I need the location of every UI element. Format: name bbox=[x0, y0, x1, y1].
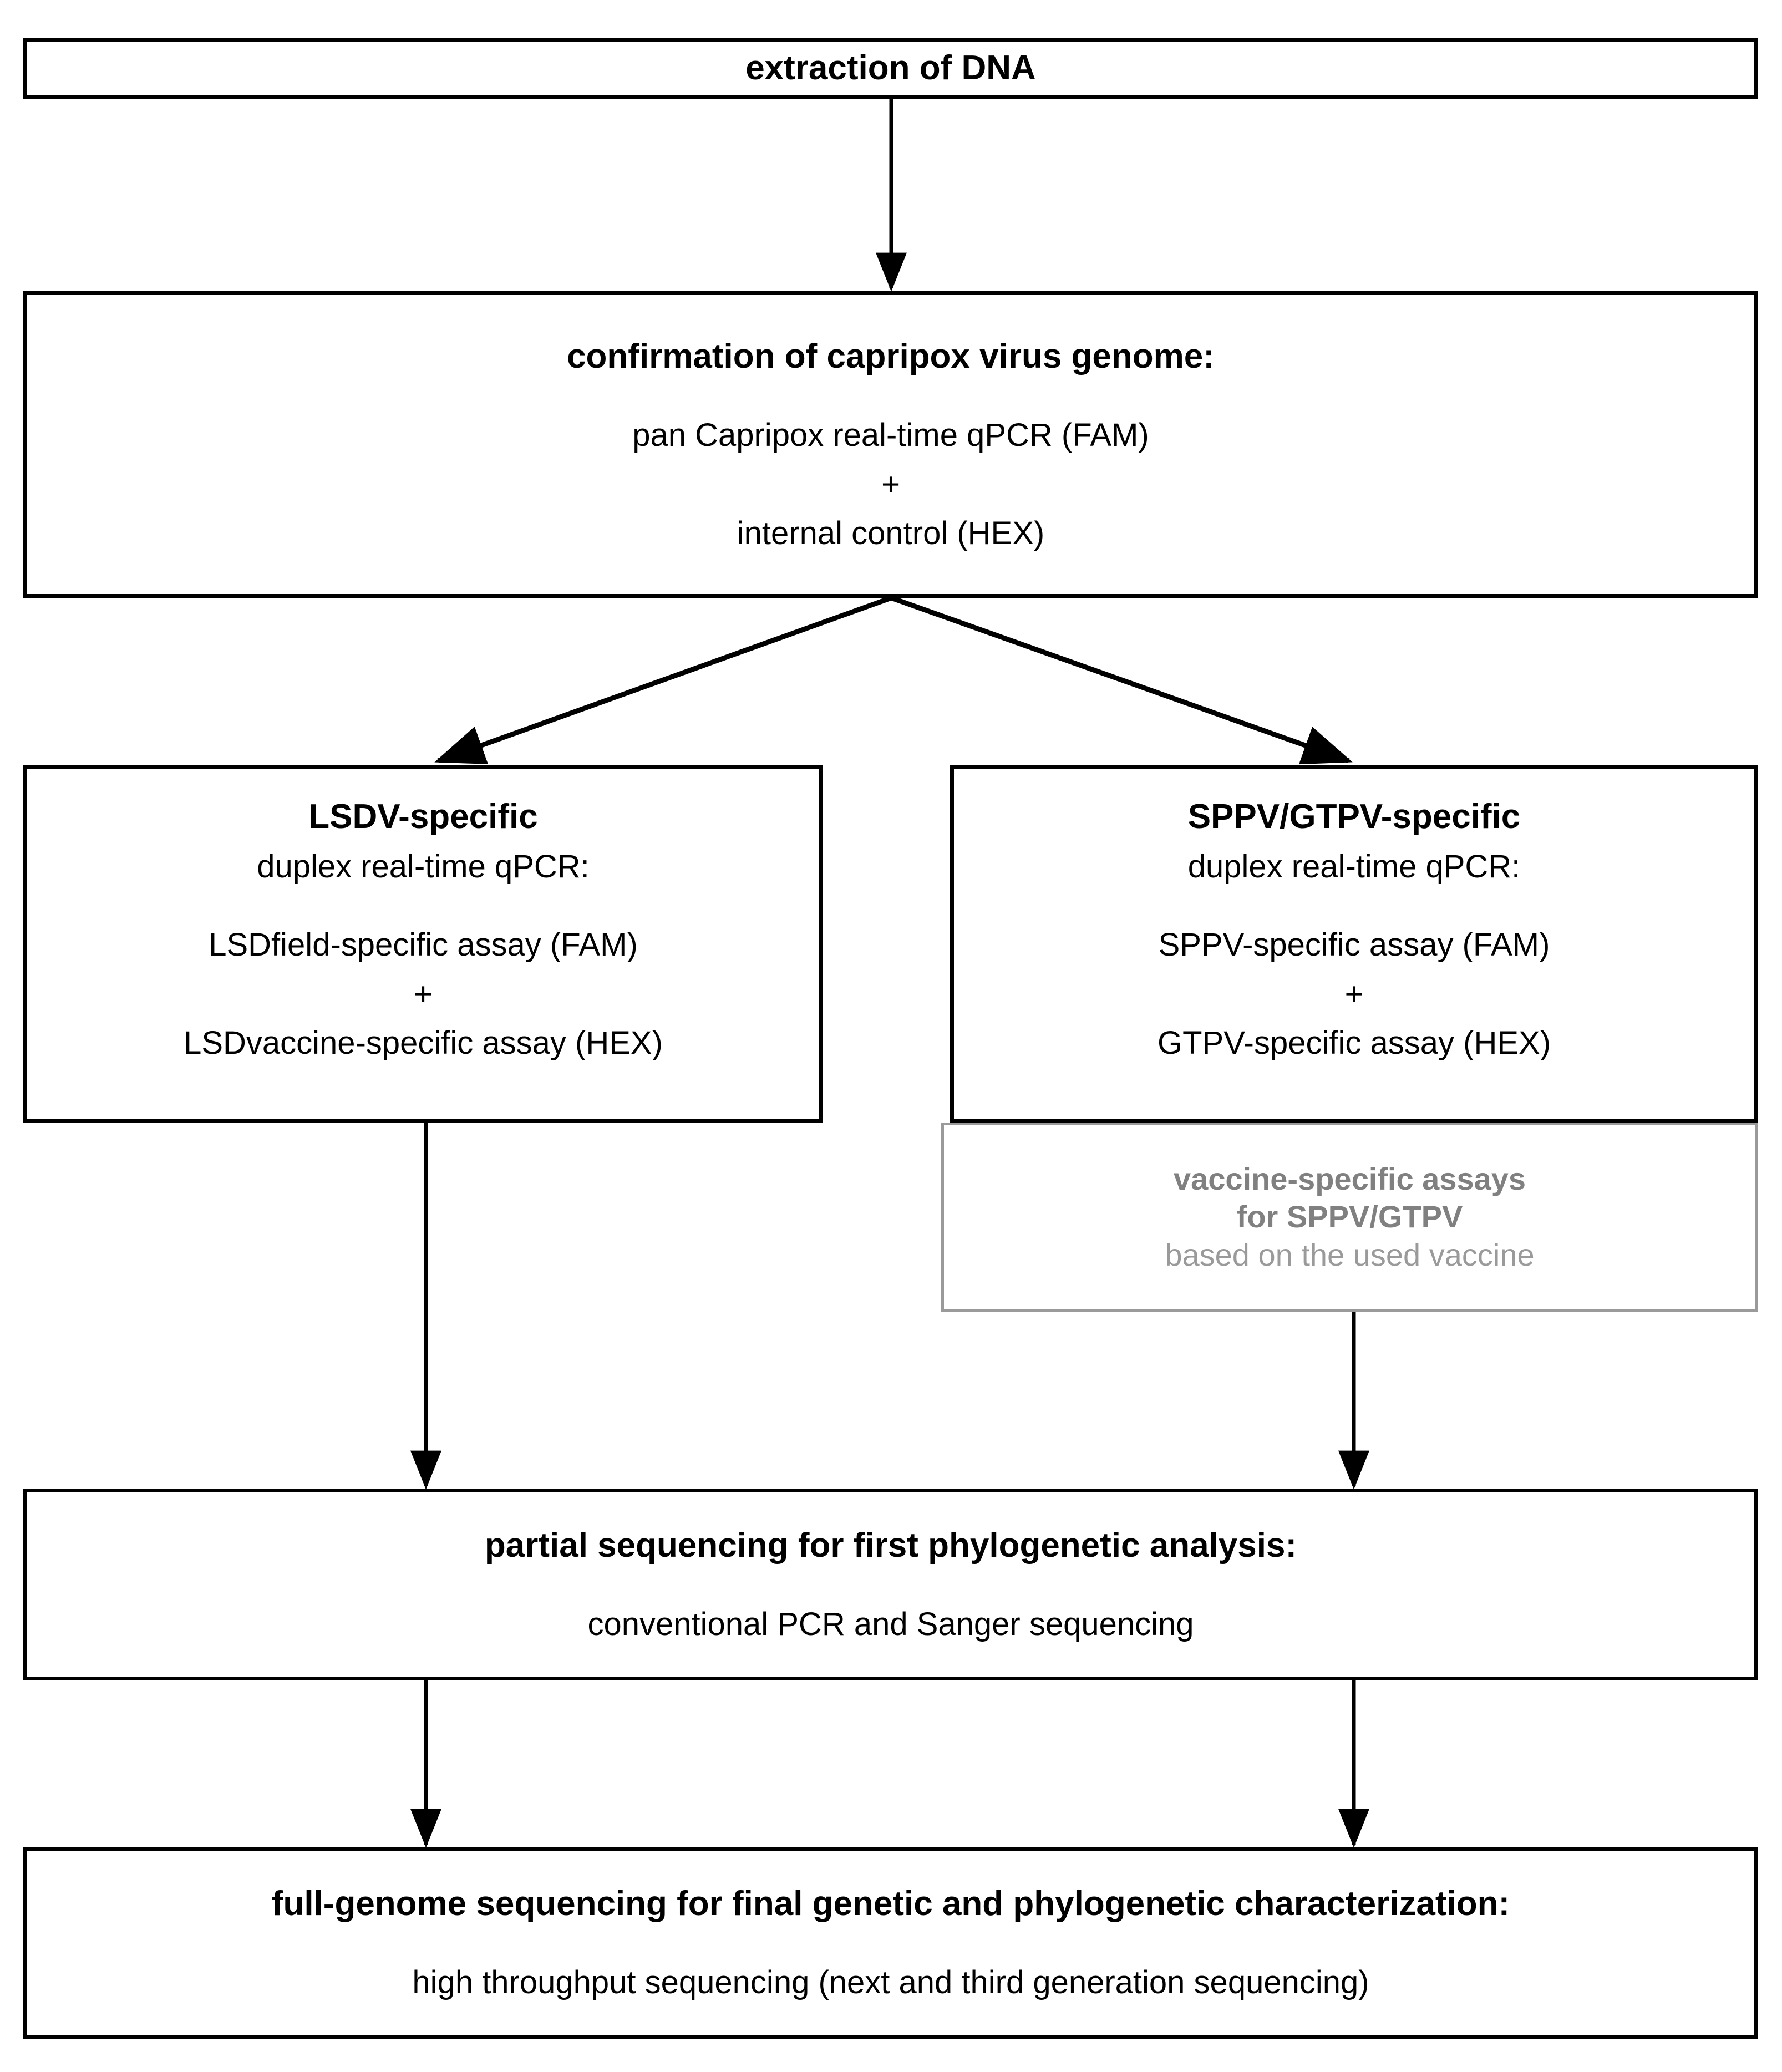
full-genome-line-1: high throughput sequencing (next and thi… bbox=[412, 1964, 1369, 2001]
node-lsdv-specific: LSDV-specific duplex real-time qPCR: LSD… bbox=[23, 765, 823, 1123]
lsdv-line-1: LSDfield-specific assay (FAM) bbox=[209, 926, 638, 963]
node-extraction-of-dna: extraction of DNA bbox=[23, 38, 1758, 99]
node-vaccine-specific-assays: vaccine-specific assays for SPPV/GTPV ba… bbox=[941, 1123, 1758, 1312]
edge-confirmation-to-sppv-gtpv bbox=[890, 595, 1353, 765]
confirmation-title: confirmation of capripox virus genome: bbox=[567, 337, 1215, 375]
node-partial-sequencing: partial sequencing for first phylogeneti… bbox=[23, 1489, 1758, 1680]
sppv-gtpv-line-1: SPPV-specific assay (FAM) bbox=[1158, 926, 1550, 963]
partial-sequencing-line-1: conventional PCR and Sanger sequencing bbox=[587, 1606, 1194, 1643]
lsdv-line-2: LSDvaccine-specific assay (HEX) bbox=[184, 1025, 663, 1062]
sppv-gtpv-subtitle: duplex real-time qPCR: bbox=[1187, 849, 1521, 885]
sppv-gtpv-line-2: GTPV-specific assay (HEX) bbox=[1157, 1025, 1551, 1062]
vaccine-assays-title-line-2: for SPPV/GTPV bbox=[1236, 1199, 1463, 1235]
vaccine-assays-subtitle: based on the used vaccine bbox=[1165, 1237, 1535, 1272]
extraction-title: extraction of DNA bbox=[745, 49, 1036, 88]
lsdv-title: LSDV-specific bbox=[308, 798, 538, 836]
node-sppv-gtpv-specific: SPPV/GTPV-specific duplex real-time qPCR… bbox=[950, 765, 1758, 1123]
vaccine-assays-title-line-1: vaccine-specific assays bbox=[1173, 1161, 1526, 1197]
full-genome-title: full-genome sequencing for final genetic… bbox=[271, 1885, 1510, 1923]
node-full-genome-sequencing: full-genome sequencing for final genetic… bbox=[23, 1847, 1758, 2039]
confirmation-line-1: pan Capripox real-time qPCR (FAM) bbox=[632, 417, 1149, 454]
partial-sequencing-title: partial sequencing for first phylogeneti… bbox=[484, 1526, 1297, 1565]
edge-confirmation-to-lsdv bbox=[434, 595, 892, 764]
confirmation-line-2: internal control (HEX) bbox=[737, 515, 1045, 552]
lsdv-subtitle: duplex real-time qPCR: bbox=[257, 849, 590, 885]
node-confirmation-of-capripox-virus-genome: confirmation of capripox virus genome: p… bbox=[23, 291, 1758, 598]
lsdv-plus: + bbox=[414, 976, 433, 1012]
sppv-gtpv-title: SPPV/GTPV-specific bbox=[1187, 798, 1521, 836]
confirmation-plus: + bbox=[881, 466, 900, 502]
sppv-gtpv-plus: + bbox=[1344, 976, 1364, 1012]
